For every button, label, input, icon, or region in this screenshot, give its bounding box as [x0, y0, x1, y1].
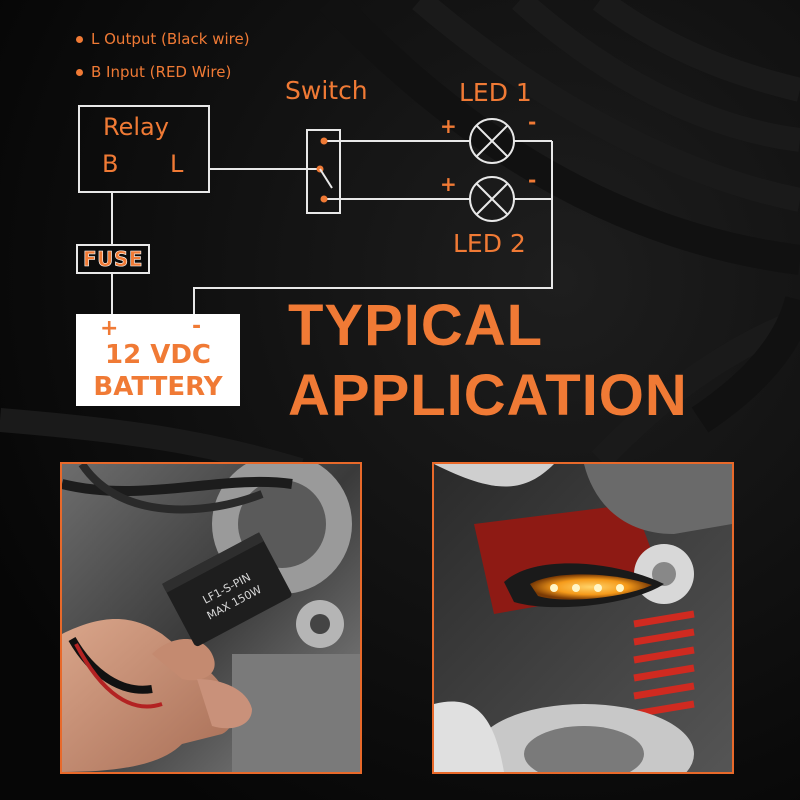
photo-led-turn-signal: [432, 462, 734, 774]
battery-name: BATTERY: [93, 372, 223, 402]
led2-plus: +: [440, 172, 457, 196]
bullet-icon: [76, 35, 83, 43]
turn-signal-photo-illustration: [434, 464, 732, 772]
led1-minus: -: [528, 110, 537, 134]
legend-l-output: L Output (Black wire): [76, 30, 250, 48]
led1-label: LED 1: [459, 78, 532, 107]
led2-minus: -: [528, 168, 537, 192]
battery-voltage: 12 VDC: [104, 340, 212, 370]
legend-b-input: B Input (RED Wire): [76, 63, 231, 81]
led1-lamp-icon: [469, 118, 515, 164]
fuse-label: FUSE: [76, 244, 150, 274]
legend-b-input-text: B Input (RED Wire): [91, 63, 232, 81]
relay-photo-illustration: LF1-S-PIN MAX 150W: [62, 464, 360, 772]
relay-box: [78, 105, 210, 193]
battery-minus: -: [192, 314, 202, 339]
relay-l-terminal: L: [170, 150, 184, 178]
wire-battery-return: [193, 141, 553, 314]
bullet-icon: [76, 68, 83, 76]
headline-application: APPLICATION: [288, 363, 688, 428]
switch-contacts-icon: [316, 137, 333, 203]
switch-label: Switch: [285, 76, 368, 105]
battery-box: + - 12 VDC BATTERY: [76, 314, 240, 406]
relay-title: Relay: [103, 113, 169, 141]
led2-label: LED 2: [453, 229, 526, 258]
led1-plus: +: [440, 114, 457, 138]
battery-plus: +: [100, 316, 119, 341]
switch-box: [306, 129, 341, 214]
photo-relay-in-hand: LF1-S-PIN MAX 150W: [60, 462, 362, 774]
relay-b-terminal: B: [102, 150, 119, 178]
led2-lamp-icon: [469, 176, 515, 222]
legend-l-output-text: L Output (Black wire): [91, 30, 250, 48]
headline-typical: TYPICAL: [288, 293, 544, 358]
